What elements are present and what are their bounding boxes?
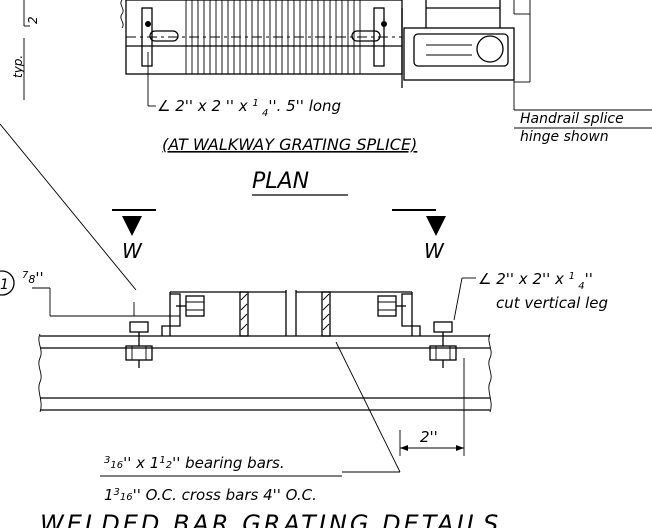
section-angle-note-line2: cut vertical leg bbox=[496, 294, 608, 312]
grating-bearing-bars bbox=[185, 0, 361, 74]
plan-caption: (AT WALKWAY GRATING SPLICE) bbox=[162, 135, 417, 154]
plan-dim-left: 2 bbox=[26, 16, 40, 24]
handrail-hinge-inner bbox=[413, 33, 509, 67]
bolt-dot-right bbox=[381, 21, 387, 27]
bolt-lower-right bbox=[429, 321, 457, 368]
footer-title: WELDED BAR GRATING DETAILS bbox=[40, 510, 501, 528]
section-angle-note: ∠ 2'' x 2'' x 1 4'' bbox=[478, 270, 593, 292]
angle-bracket-right bbox=[401, 293, 421, 336]
section-marker-right: W bbox=[424, 239, 445, 263]
bearing-bar-note: 316'' x 112'' bearing bars. bbox=[104, 454, 285, 472]
plan-typ-label: typ. bbox=[11, 55, 25, 78]
plan-view: 2 typ. bbox=[0, 0, 652, 291]
section-marker-left-arrow bbox=[122, 216, 142, 236]
plan-leader-line bbox=[0, 123, 137, 291]
splice-plate-left bbox=[149, 30, 179, 42]
bolt-dot-left bbox=[145, 21, 151, 27]
bolt-lower-left bbox=[125, 321, 153, 368]
section-marker-left: W bbox=[122, 239, 143, 263]
bolt-upper-right bbox=[377, 295, 406, 317]
angle-bracket-left bbox=[161, 293, 181, 336]
cross-bar-note: 1316'' O.C. cross bars 4'' O.C. bbox=[104, 486, 317, 504]
dim-7-8: 78'' bbox=[22, 269, 44, 287]
handrail-splice-label: Handrail splice bbox=[520, 111, 624, 127]
handrail-hinge-label: hinge shown bbox=[520, 129, 609, 145]
plan-title: PLAN bbox=[252, 169, 309, 194]
callout-number: 1 bbox=[0, 277, 9, 293]
handrail-hinge-outer bbox=[403, 27, 515, 81]
callout-circle bbox=[0, 270, 15, 296]
spacing-dimension: 2'' bbox=[420, 428, 438, 446]
splice-plate-right bbox=[351, 30, 381, 42]
section-view: W W 1 78'' bbox=[0, 209, 608, 504]
plan-angle-note: ∠ 2'' x 2 '' x 1 4''. 5'' long bbox=[157, 97, 341, 119]
hinge-pin bbox=[476, 35, 504, 63]
section-marker-right-arrow bbox=[426, 216, 446, 236]
bolt-upper-left bbox=[176, 295, 205, 317]
